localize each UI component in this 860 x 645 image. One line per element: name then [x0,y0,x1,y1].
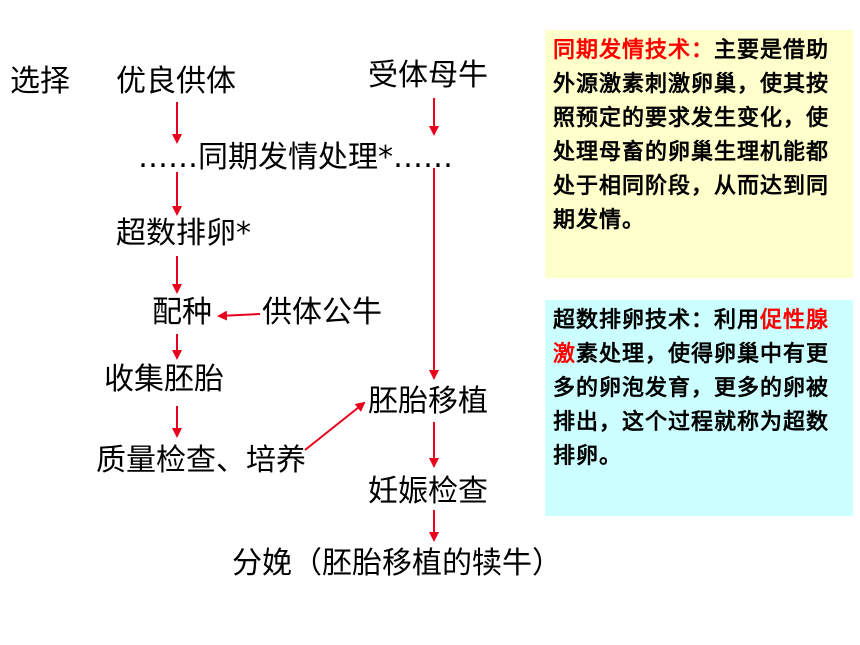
note-sync-box: 同期发情技术：主要是借助外源激素刺激卵巢，使其按照预定的要求发生变化，使处理母畜… [545,30,853,278]
transfer-node: 胚胎移植 [368,384,488,419]
pregnancy-node: 妊娠检查 [368,474,488,509]
birth-node: 分娩（胚胎移植的犊牛） [232,546,562,581]
note-super-box: 超数排卵技术：利用促性腺激素处理，使得卵巢中有更多的卵泡发育，更多的卵被排出，这… [545,300,853,516]
note-super-highlight: 促性腺激 [553,308,830,367]
bull-node: 供体公牛 [262,295,382,330]
collect-node: 收集胚胎 [104,362,224,397]
donor-node: 优良供体 [116,64,236,99]
superovulation-node: 超数排卵* [116,216,251,251]
note-sync-body: 主要是借助外源激素刺激卵巢，使其按照预定的要求发生变化，使处理母畜的卵巢生理机能… [553,38,830,233]
recipient-node: 受体母牛 [368,58,488,93]
mating-node: 配种 [152,295,212,330]
arrow-bull-mating [217,310,261,321]
select-label: 选择 [10,64,70,99]
quality-node: 质量检查、培养 [96,443,306,478]
sync-node: ……同期发情处理*…… [138,140,453,175]
arrow-quality-transfer [304,401,366,451]
note-super-suffix: 素处理，使得卵巢中有更多的卵泡发育，更多的卵被排出，这个过程就称为超数排卵。 [553,342,830,469]
note-sync-title: 同期发情技术： [553,38,715,63]
note-super-prefix: 超数排卵技术：利用 [553,308,761,333]
